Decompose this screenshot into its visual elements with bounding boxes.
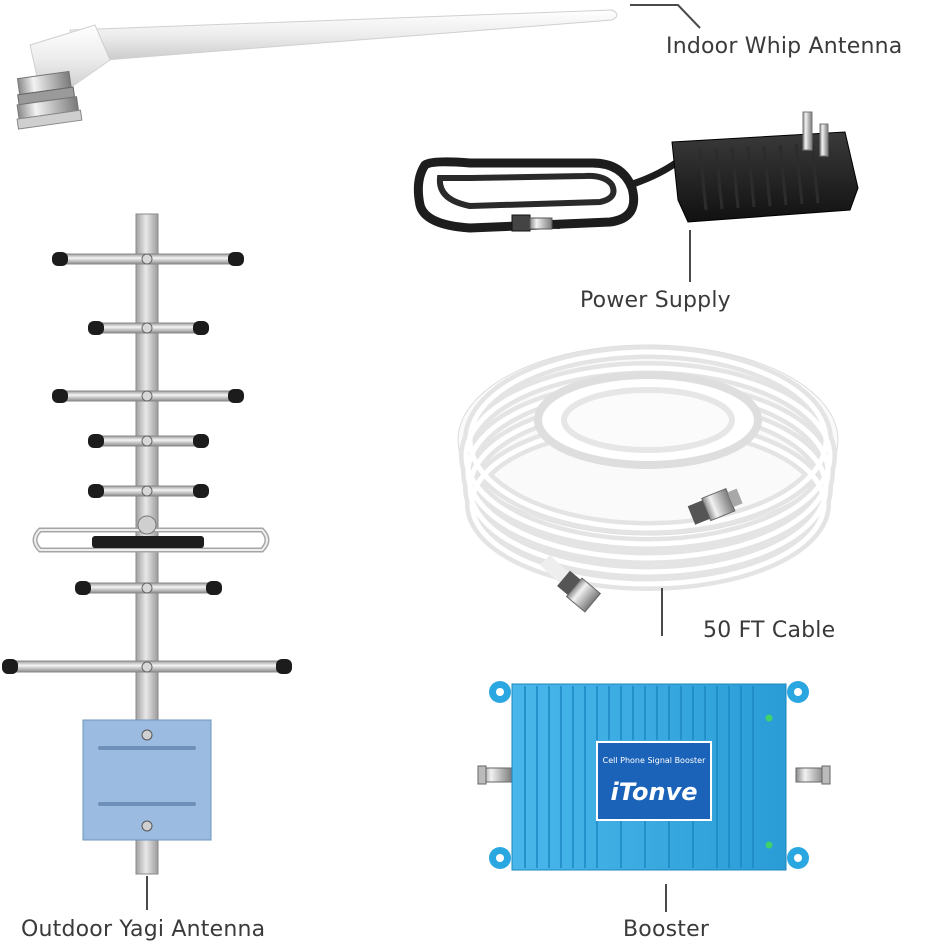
coaxial-cable-coil xyxy=(457,344,839,636)
booster-brand-logo: iTonve xyxy=(611,778,698,806)
yagi-dipole xyxy=(32,515,270,553)
booster-label: Booster xyxy=(623,917,710,942)
booster-subtitle: Cell Phone Signal Booster xyxy=(603,756,706,765)
power-supply xyxy=(413,111,859,282)
outdoor-yagi-antenna xyxy=(2,213,292,910)
cable-label: 50 FT Cable xyxy=(703,618,836,643)
indoor-whip-antenna-label: Indoor Whip Antenna xyxy=(666,34,903,59)
yagi-mount-plate xyxy=(82,719,212,841)
outdoor-yagi-antenna-label: Outdoor Yagi Antenna xyxy=(21,917,266,942)
power-supply-label: Power Supply xyxy=(580,288,731,313)
indoor-whip-antenna xyxy=(16,4,701,130)
signal-booster: Cell Phone Signal Booster iTonve xyxy=(477,681,831,912)
